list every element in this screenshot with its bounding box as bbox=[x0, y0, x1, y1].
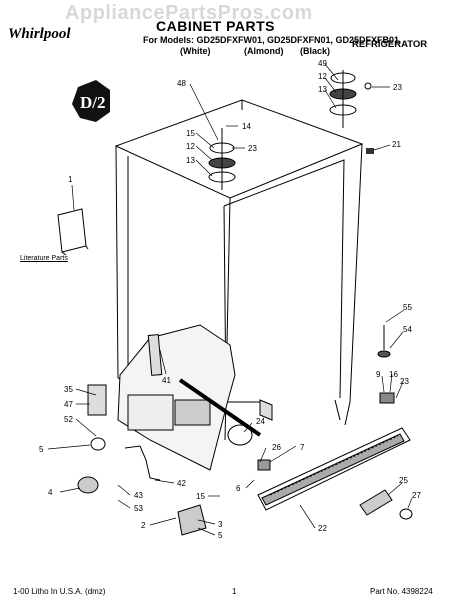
callout-21: 21 bbox=[392, 140, 401, 149]
callout-48: 48 bbox=[177, 79, 186, 88]
callout-23: 23 bbox=[393, 83, 402, 92]
callout-47: 47 bbox=[64, 400, 73, 409]
callout-15b: 15 bbox=[196, 492, 205, 501]
brand-logo: Whirlpool bbox=[8, 26, 71, 42]
appliance-type: REFRIGERATOR bbox=[352, 39, 428, 50]
callout-24: 24 bbox=[256, 417, 265, 426]
callout-43: 43 bbox=[134, 491, 143, 500]
footer-part-no: Part No. 4398224 bbox=[370, 587, 433, 596]
footer-litho: 1-00 Litho In U.S.A. (dmz) bbox=[13, 587, 106, 596]
watermark: AppliancePartsPros.com bbox=[65, 2, 313, 24]
callout-6: 6 bbox=[236, 484, 241, 493]
literature-booklet bbox=[57, 208, 89, 256]
callout-15: 15 bbox=[186, 129, 195, 138]
d2-badge: D/2 bbox=[72, 80, 110, 122]
callout-27: 27 bbox=[412, 491, 421, 500]
callout-9: 9 bbox=[376, 370, 381, 379]
callout-25: 25 bbox=[399, 476, 408, 485]
callout-53: 53 bbox=[134, 504, 143, 513]
part-9-16 bbox=[379, 392, 395, 404]
callout-13: 13 bbox=[318, 85, 327, 94]
callout-12b: 12 bbox=[186, 142, 195, 151]
footer-page: 1 bbox=[232, 587, 237, 596]
color-white: (White) bbox=[180, 46, 211, 56]
part-21 bbox=[366, 148, 374, 154]
callout-26: 26 bbox=[272, 443, 281, 452]
right-hinge bbox=[329, 70, 372, 128]
callout-12: 12 bbox=[318, 72, 327, 81]
bottom-machinery bbox=[77, 324, 273, 536]
callout-22: 22 bbox=[318, 524, 327, 533]
color-black: (Black) bbox=[300, 46, 331, 56]
model-list: For Models: GD25DFXFW01, GD25DFXFN01, GD… bbox=[143, 35, 400, 45]
callout-49: 49 bbox=[318, 59, 327, 68]
part-55-54 bbox=[377, 325, 391, 358]
callout-4: 4 bbox=[48, 488, 53, 497]
badge-text: D/2 bbox=[80, 93, 106, 112]
page-title: CABINET PARTS bbox=[156, 18, 276, 34]
callout-42: 42 bbox=[177, 479, 186, 488]
leader-lines bbox=[47, 63, 413, 536]
front-grille bbox=[257, 427, 411, 511]
left-hinge bbox=[208, 128, 236, 190]
part-25 bbox=[359, 489, 413, 520]
callout-14: 14 bbox=[242, 122, 251, 131]
callout-23c: 23 bbox=[400, 377, 409, 386]
callout-35: 35 bbox=[64, 385, 73, 394]
callout-5b: 5 bbox=[218, 531, 223, 540]
callout-numbers: 48 49 12 13 23 14 15 12 23 13 21 1 55 54… bbox=[39, 59, 421, 540]
callout-5: 5 bbox=[39, 445, 44, 454]
callout-1: 1 bbox=[68, 175, 73, 184]
callout-16: 16 bbox=[389, 370, 398, 379]
color-almond: (Almond) bbox=[244, 46, 284, 56]
callout-13b: 13 bbox=[186, 156, 195, 165]
callout-2: 2 bbox=[141, 521, 146, 530]
callout-7: 7 bbox=[300, 443, 305, 452]
literature-label: Literature Parts bbox=[20, 255, 68, 262]
callout-52: 52 bbox=[64, 415, 73, 424]
callout-3: 3 bbox=[218, 520, 223, 529]
cabinet bbox=[114, 99, 364, 441]
callout-54: 54 bbox=[403, 325, 412, 334]
callout-41: 41 bbox=[162, 376, 171, 385]
callout-55: 55 bbox=[403, 303, 412, 312]
callout-23b: 23 bbox=[248, 144, 257, 153]
